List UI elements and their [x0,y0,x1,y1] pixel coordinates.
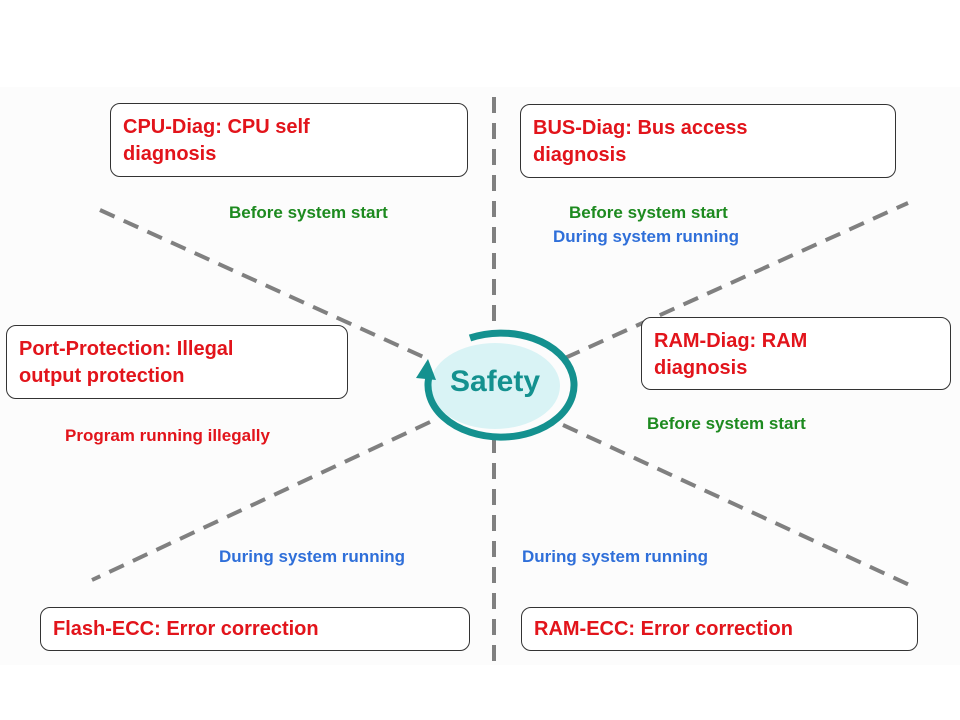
cpu-diag-line1: CPU-Diag: CPU self [123,116,310,138]
diagonal-divider-top-left [99,208,431,362]
ram-ecc-timing: During system running [522,547,709,566]
ram-ecc-line1: RAM-ECC: Error correction [534,618,793,640]
flash-ecc-timing: During system running [219,547,406,566]
arrow-head-icon [416,359,436,380]
port-protection-box: Port-Protection: Illegal output protecti… [6,325,348,399]
bus-diag-line1: BUS-Diag: Bus access [533,117,748,139]
port-protection-line2: output protection [19,365,185,387]
bus-diag-line2: diagnosis [533,144,627,166]
diagonal-divider-bottom-left [91,420,431,582]
ram-ecc-box: RAM-ECC: Error correction [521,607,918,651]
diagonal-divider-bottom-right [562,423,917,590]
cpu-diag-timing: Before system start [229,203,388,222]
port-protection-line1: Port-Protection: Illegal [19,338,234,360]
ram-diag-box: RAM-Diag: RAM diagnosis [641,317,951,390]
ram-diag-line2: diagnosis [654,357,748,379]
cycle-arrow-icon [424,329,578,441]
ram-diag-line1: RAM-Diag: RAM [654,330,808,352]
cpu-diag-box: CPU-Diag: CPU self diagnosis [110,103,468,177]
center-title: Safety [449,365,541,398]
diagonal-divider-top-right [564,201,909,360]
flash-ecc-box: Flash-ECC: Error correction [40,607,470,651]
ram-diag-timing: Before system start [647,414,806,433]
cpu-diag-line2: diagnosis [123,143,217,165]
bus-diag-timing-before: Before system start [569,203,728,222]
bus-diag-timing-during: During system running [553,227,740,246]
port-protection-timing: Program running illegally [65,426,270,445]
safety-ellipse [430,343,560,429]
bus-diag-box: BUS-Diag: Bus access diagnosis [520,104,896,178]
flash-ecc-line1: Flash-ECC: Error correction [53,618,319,640]
